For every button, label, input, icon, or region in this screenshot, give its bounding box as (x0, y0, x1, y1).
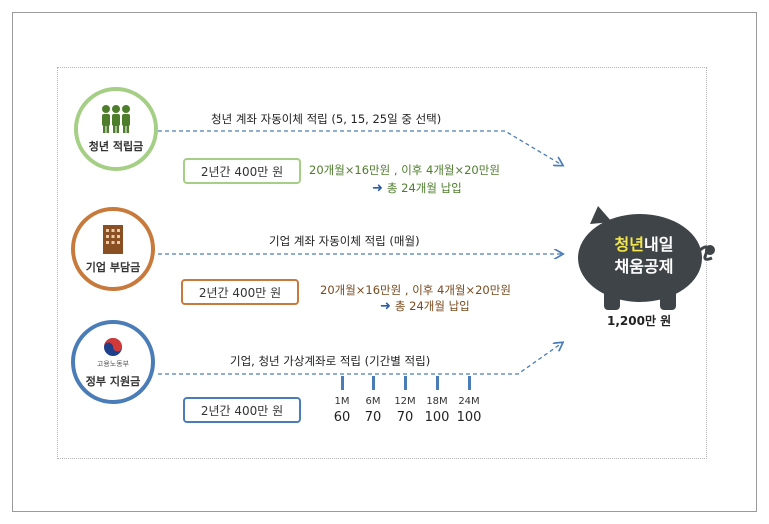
piggy-bank-title: 청년내일 채움공제 (594, 234, 694, 278)
youth-total: ➜ 총 24개월 납입 (372, 180, 462, 196)
tick-1m: 1M 60 (325, 376, 359, 425)
government-support-circle: 고용노동부 정부 지원금 (71, 320, 155, 404)
diagram-panel (57, 67, 707, 459)
company-schedule: 20개월×16만원 , 이후 4개월×20만원 (320, 283, 511, 297)
people-icon (102, 105, 130, 133)
youth-flow-arrow (158, 130, 562, 165)
title-line2: 채움공제 (614, 257, 674, 276)
government-seal-icon (104, 337, 122, 356)
tick-6m: 6M 70 (356, 376, 390, 425)
ministry-label: 고용노동부 (96, 359, 130, 368)
government-arrow-label: 기업, 청년 가상계좌로 적립 (기간별 적립) (230, 354, 431, 368)
company-arrow-label: 기업 계좌 자동이체 적립 (매월) (269, 234, 420, 248)
company-total-text: 총 24개월 납입 (394, 299, 470, 313)
building-icon (103, 225, 123, 254)
piggy-bank-total: 1,200만 원 (607, 314, 672, 328)
youth-arrow-label: 청년 계좌 자동이체 적립 (5, 15, 25일 중 선택) (211, 112, 442, 126)
government-label: 정부 지원금 (85, 374, 141, 388)
right-arrow-icon: ➜ (372, 180, 383, 196)
company-total: ➜ 총 24개월 납입 (380, 298, 470, 314)
title-highlight: 청년 (614, 235, 644, 254)
title-rest: 내일 (644, 235, 674, 254)
tick-24m: 24M 100 (452, 376, 486, 425)
right-arrow-icon: ➜ (380, 298, 391, 314)
tick-12m: 12M 70 (388, 376, 422, 425)
youth-savings-circle: 청년 적립금 (74, 87, 158, 171)
company-amount-box: 2년간 400만 원 (181, 279, 299, 305)
tick-18m: 18M 100 (420, 376, 454, 425)
company-label: 기업 부담금 (85, 261, 141, 274)
youth-total-text: 총 24개월 납입 (386, 181, 462, 195)
youth-amount-box: 2년간 400만 원 (183, 158, 301, 184)
youth-schedule: 20개월×16만원 , 이후 4개월×20만원 (309, 163, 500, 177)
government-flow-arrow (158, 343, 562, 375)
government-amount-box: 2년간 400만 원 (183, 397, 301, 423)
youth-label: 청년 적립금 (88, 140, 144, 153)
company-contribution-circle: 기업 부담금 (71, 207, 155, 291)
piggy-bank-icon (578, 206, 715, 310)
